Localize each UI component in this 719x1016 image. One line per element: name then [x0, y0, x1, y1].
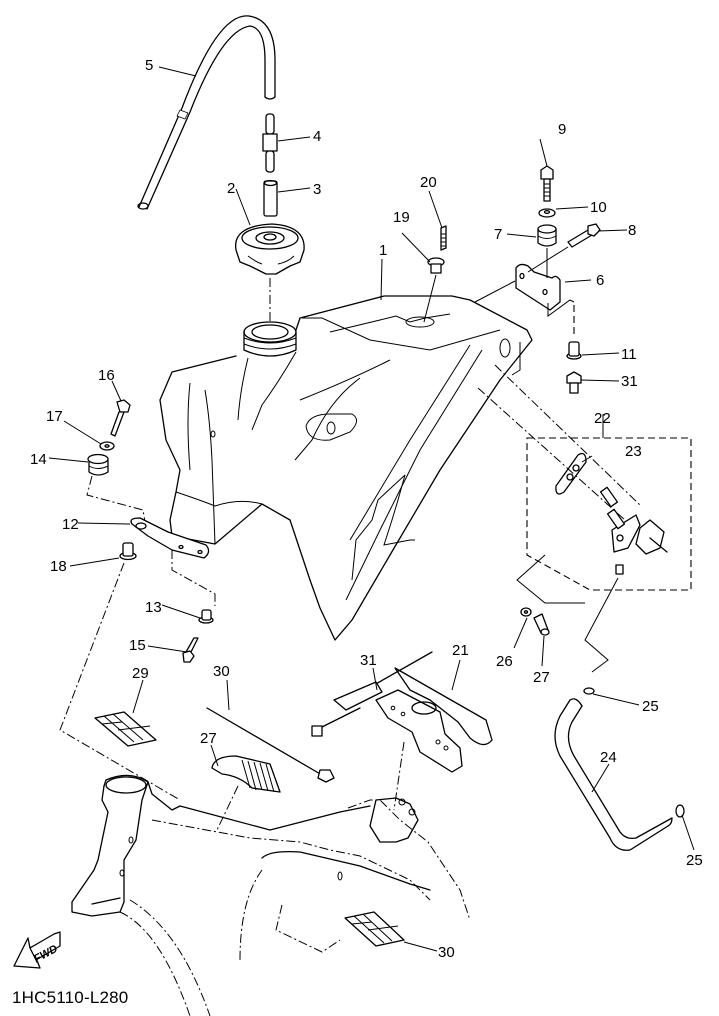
gasket-part-23[interactable]	[555, 452, 587, 495]
washer-part-17[interactable]	[99, 441, 115, 451]
callout-25-upper[interactable]: 25	[642, 698, 659, 715]
fuel-cock-assy-boundary-part-22[interactable]	[526, 437, 692, 591]
collar-part-18[interactable]	[119, 542, 137, 561]
breather-valve-part-4[interactable]	[262, 113, 278, 173]
cable-tie-part-30-left[interactable]	[206, 707, 335, 783]
bolt-part-9[interactable]	[540, 165, 554, 202]
clip-part-25-upper[interactable]	[583, 687, 595, 695]
fuel-cap-part-2[interactable]	[235, 223, 305, 275]
callout-30-left[interactable]: 30	[213, 663, 230, 680]
callout-5[interactable]: 5	[145, 57, 153, 74]
callout-4[interactable]: 4	[313, 128, 321, 145]
diagram-reference-code: 1HC5110-L280	[12, 988, 129, 1007]
screw-part-27[interactable]	[533, 613, 550, 636]
callout-29-left[interactable]: 29	[132, 665, 149, 682]
callout-24[interactable]: 24	[600, 749, 617, 766]
front-bracket-part-12[interactable]	[130, 517, 210, 559]
washer-part-10[interactable]	[538, 208, 556, 218]
callout-8[interactable]: 8	[628, 222, 636, 239]
callout-22[interactable]: 22	[594, 410, 611, 427]
bolt-part-31[interactable]	[566, 371, 582, 394]
callout-15[interactable]: 15	[129, 637, 146, 654]
callout-19[interactable]: 19	[393, 209, 410, 226]
washer-part-26[interactable]	[520, 607, 532, 617]
screw-part-20[interactable]	[440, 225, 447, 251]
damper-part-14[interactable]	[87, 453, 109, 476]
heat-protector-part-21[interactable]	[375, 667, 493, 773]
damper-pad-part-29-left[interactable]	[94, 711, 157, 747]
callout-26[interactable]: 26	[496, 653, 513, 670]
bolt-part-16[interactable]	[110, 399, 131, 437]
short-hose-part-3[interactable]	[263, 179, 278, 217]
callout-6[interactable]: 6	[596, 272, 604, 289]
collar-part-11[interactable]	[566, 341, 582, 360]
callout-10[interactable]: 10	[590, 199, 607, 216]
clip-part-25-lower[interactable]	[675, 804, 685, 818]
damper-part-7[interactable]	[537, 224, 557, 247]
fuel-cock-part-22[interactable]	[599, 486, 668, 575]
leader-lines	[48, 66, 695, 952]
collar-part-13[interactable]	[198, 609, 214, 624]
breather-hose-part-5[interactable]	[137, 15, 276, 210]
grommet-part-19[interactable]	[427, 257, 445, 274]
callout-14[interactable]: 14	[30, 451, 47, 468]
callout-18[interactable]: 18	[50, 558, 67, 575]
callout-25-lower[interactable]: 25	[686, 852, 703, 869]
callout-2[interactable]: 2	[227, 180, 235, 197]
callout-23[interactable]: 23	[625, 443, 642, 460]
callout-21[interactable]: 21	[452, 642, 469, 659]
callout-12[interactable]: 12	[62, 516, 79, 533]
callout-3[interactable]: 3	[313, 181, 321, 198]
callout-labels: 5 2 3 4 1 9 10 7 8 6 11 31 20 19 16 17 1…	[30, 57, 703, 961]
frame-reference	[71, 774, 471, 1016]
forward-direction-arrow: FWD	[13, 931, 61, 969]
fuel-tank-part-1[interactable]	[159, 295, 533, 641]
callout-17[interactable]: 17	[46, 408, 63, 425]
callout-29-bottom[interactable]: 30	[438, 944, 455, 961]
callout-27[interactable]: 27	[533, 669, 550, 686]
bolt-part-15[interactable]	[182, 637, 199, 663]
bolt-part-8[interactable]	[567, 223, 601, 248]
damper-comb-part-28[interactable]	[211, 755, 281, 793]
callout-28[interactable]: 27	[200, 730, 217, 747]
callout-13[interactable]: 13	[145, 599, 162, 616]
callout-30-right[interactable]: 31	[360, 652, 377, 669]
rear-bracket-part-6[interactable]	[515, 263, 561, 311]
callout-7[interactable]: 7	[494, 226, 502, 243]
callout-31[interactable]: 31	[621, 373, 638, 390]
callout-11[interactable]: 11	[621, 346, 637, 363]
cable-tie-part-30-right[interactable]	[311, 651, 433, 737]
callout-16[interactable]: 16	[98, 367, 115, 384]
damper-pad-part-29-bottom[interactable]	[344, 911, 405, 947]
fuel-hose-part-24[interactable]	[554, 698, 673, 851]
callout-9[interactable]: 9	[558, 121, 566, 138]
callout-1[interactable]: 1	[379, 242, 387, 259]
callout-20[interactable]: 20	[420, 174, 437, 191]
